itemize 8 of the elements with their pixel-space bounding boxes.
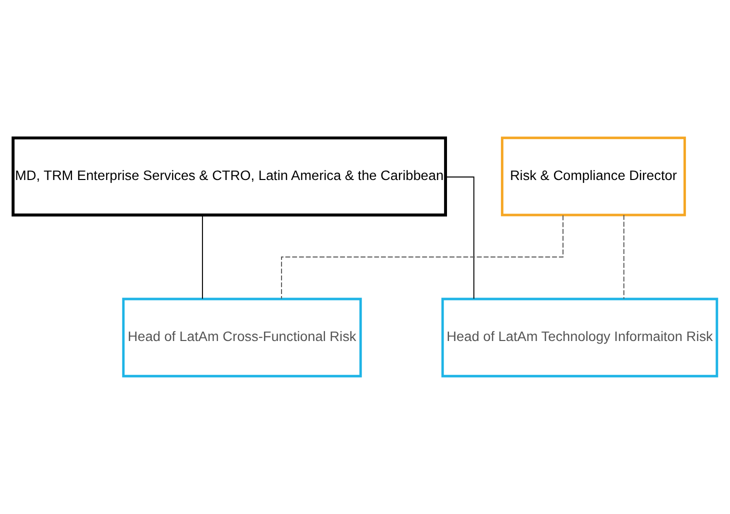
node-box: Risk & Compliance Director [500,136,686,216]
node-box: Head of LatAm Technology Informaiton Risk [441,298,718,378]
connector [623,214,624,300]
node-box: MD, TRM Enterprise Services & CTRO, Latin America & the Caribbean [12,136,447,216]
node-box: Head of LatAm Cross-Functional Risk [122,298,362,378]
connector [445,176,474,300]
connector [281,214,564,300]
connector [202,214,203,300]
